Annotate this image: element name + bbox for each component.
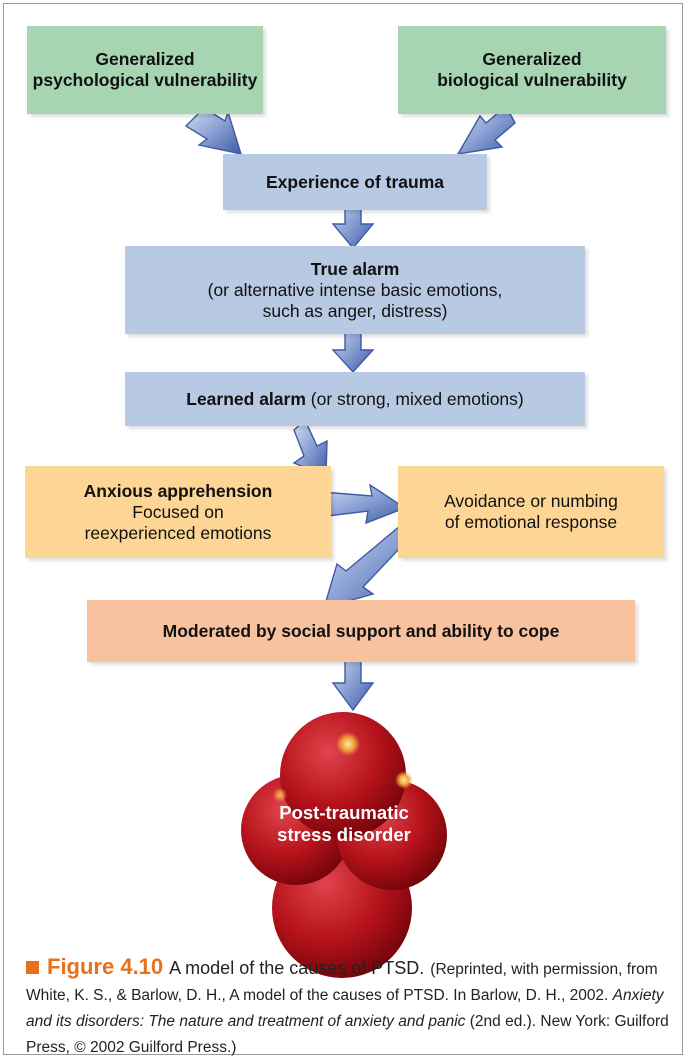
arrow-psych-to-trauma [184,107,243,155]
caption-credit-end: (2nd ed.). New York: Guilford Press, © 2… [26,1013,669,1056]
node-line: such as anger, distress) [262,300,448,321]
node-line: Avoidance or numbing [444,491,618,511]
node-title: True alarm [310,258,400,279]
arrow-bio-to-trauma [456,104,516,155]
node-anxious-apprehension: Anxious apprehension Focused on reexperi… [25,466,331,558]
node-label: Experience of trauma [266,171,444,192]
node-label-row: Learned alarm (or strong, mixed emotions… [186,389,524,410]
sphere-top-highlight [336,732,360,756]
node-title: Anxious apprehension [83,480,273,501]
node-true-alarm: True alarm (or alternative intense basic… [125,246,585,334]
node-title: Learned alarm [186,388,306,409]
node-line: (or alternative intense basic emotions, [207,279,503,300]
sphere-right-highlight [395,771,413,789]
ptsd-sphere-cluster [241,712,447,978]
node-line: Generalized [482,49,582,69]
caption-square-icon [26,961,39,974]
node-learned-alarm: Learned alarm (or strong, mixed emotions… [125,372,585,426]
node-rest: (or strong, mixed emotions) [305,388,524,409]
node-line: Post-traumatic [279,802,409,823]
node-avoidance-numbing: Avoidance or numbing of emotional respon… [398,466,664,558]
node-line: psychological vulnerability [32,70,258,90]
figure-label: Figure 4.10 [47,954,164,979]
node-psychological-vulnerability: Generalized psychological vulnerability [27,26,263,114]
caption-credit: (Reprinted, with permission, from White,… [26,961,658,1004]
node-line: stress disorder [277,824,411,845]
node-label: Moderated by social support and ability … [162,620,560,641]
node-line: Focused on [132,501,224,522]
node-biological-vulnerability: Generalized biological vulnerability [398,26,666,114]
node-line: reexperienced emotions [84,522,272,543]
figure-frame [3,3,683,1055]
sphere-left-highlight [273,788,287,802]
arrow-anxious-to-avoidance [319,483,407,525]
node-experience-of-trauma: Experience of trauma [223,154,487,210]
node-moderated-by-support: Moderated by social support and ability … [87,600,635,662]
caption-book-title: Anxiety and its disorders: The nature an… [26,987,664,1030]
node-line: Generalized [95,49,195,69]
node-ptsd: Post-traumatic stress disorder [244,802,444,846]
node-line: biological vulnerability [437,70,627,90]
node-line: of emotional response [444,512,618,532]
caption-title: A model of the causes of PTSD. [169,958,425,978]
sphere-top [280,712,406,838]
